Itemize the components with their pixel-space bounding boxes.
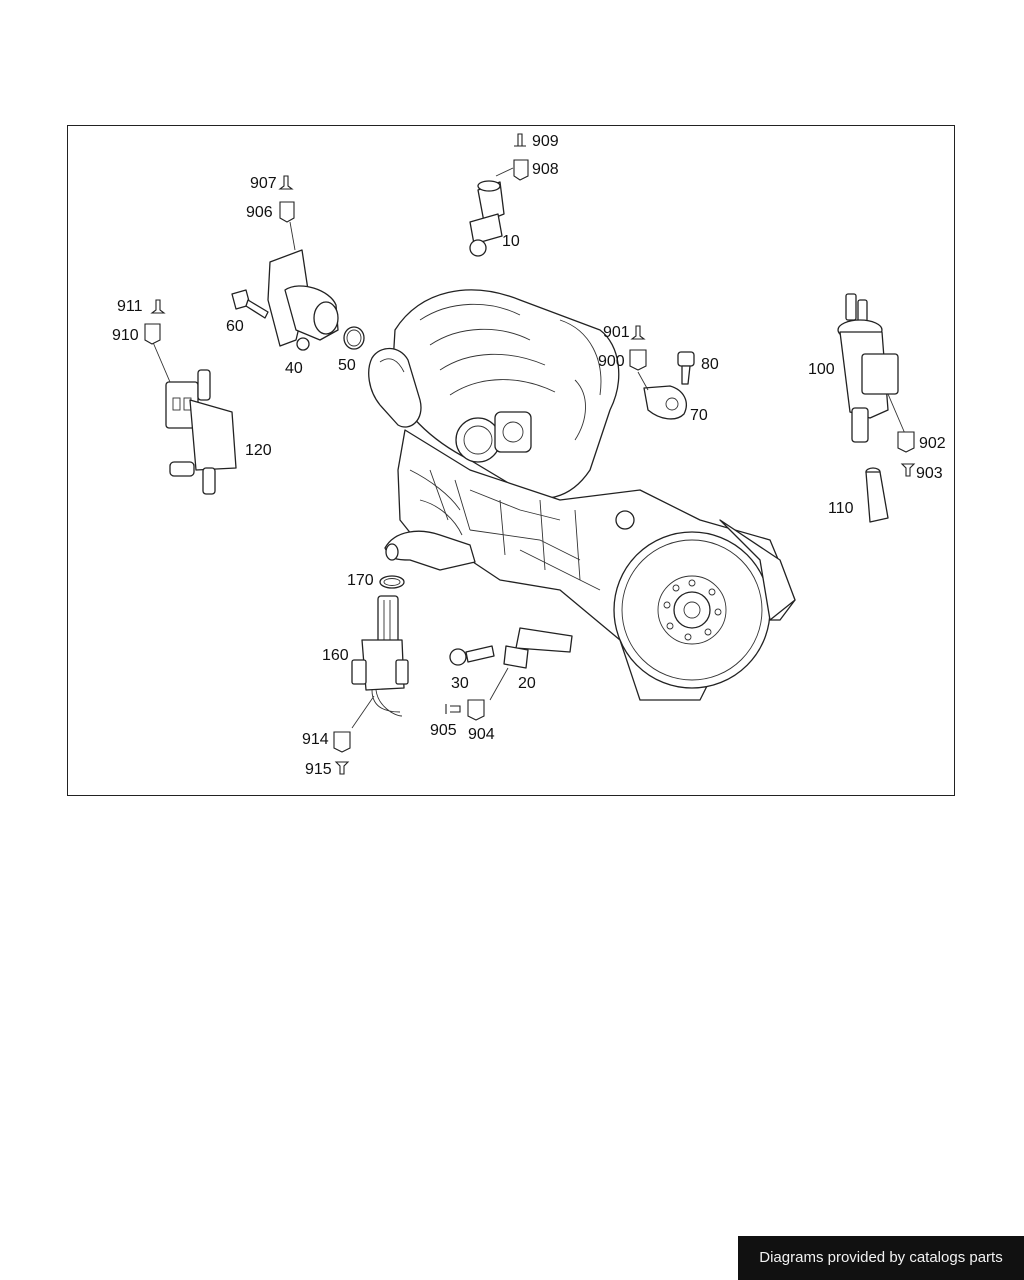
callout-902[interactable]: 902 (919, 435, 946, 452)
footer-credit-badge: Diagrams provided by catalogs parts (738, 1236, 1024, 1280)
part-70-knock-sensor (637, 371, 687, 420)
part-100-valve (837, 293, 907, 443)
callout-909[interactable]: 909 (532, 133, 559, 150)
callout-110[interactable]: 110 (828, 500, 854, 517)
part-60-bolt (231, 289, 269, 319)
callout-160[interactable]: 160 (322, 647, 349, 664)
callout-60[interactable]: 60 (226, 318, 244, 335)
contact-symbol-909 (514, 133, 526, 147)
part-20-crank-sensor (489, 627, 573, 701)
callout-915[interactable]: 915 (305, 761, 332, 778)
part-120-valve (151, 339, 237, 495)
contact-symbol-903 (900, 463, 916, 477)
connector-symbol-904 (467, 699, 485, 721)
connector-symbol-910 (144, 323, 161, 345)
callout-900[interactable]: 900 (598, 353, 625, 370)
contact-symbol-907 (278, 175, 294, 190)
callout-901[interactable]: 901 (603, 324, 630, 341)
callout-914[interactable]: 914 (302, 731, 329, 748)
part-10-sensor (469, 167, 514, 257)
part-110-cap (865, 467, 889, 523)
callout-910[interactable]: 910 (112, 327, 139, 344)
callout-908[interactable]: 908 (532, 161, 559, 178)
connector-symbol-902 (897, 431, 915, 453)
contact-symbol-905 (445, 704, 461, 714)
contact-symbol-901 (630, 325, 646, 340)
part-30-bolt (449, 645, 495, 666)
callout-911[interactable]: 911 (117, 298, 143, 315)
callout-100[interactable]: 100 (808, 361, 835, 378)
connector-symbol-908 (513, 159, 529, 181)
callout-80[interactable]: 80 (701, 356, 719, 373)
connector-symbol-914 (333, 731, 351, 753)
callout-120[interactable]: 120 (245, 442, 272, 459)
callout-905[interactable]: 905 (430, 722, 457, 739)
callout-903[interactable]: 903 (916, 465, 943, 482)
callout-10[interactable]: 10 (502, 233, 520, 250)
contact-symbol-915 (334, 761, 350, 775)
connector-symbol-900 (629, 349, 647, 371)
callout-40[interactable]: 40 (285, 360, 303, 377)
callout-907[interactable]: 907 (250, 175, 277, 192)
diagram-frame (67, 125, 955, 796)
callout-170[interactable]: 170 (347, 572, 374, 589)
part-160-sensor (351, 575, 409, 729)
callout-30[interactable]: 30 (451, 675, 469, 692)
callout-50[interactable]: 50 (338, 357, 356, 374)
engine-assembly-drawing (368, 289, 796, 701)
contact-symbol-911 (150, 299, 166, 314)
part-80-bolt (677, 351, 695, 385)
callout-906[interactable]: 906 (246, 204, 273, 221)
part-40-cam-sensor (267, 221, 365, 351)
callout-70[interactable]: 70 (690, 407, 708, 424)
callout-20[interactable]: 20 (518, 675, 536, 692)
callout-904[interactable]: 904 (468, 726, 495, 743)
connector-symbol-906 (279, 201, 295, 223)
